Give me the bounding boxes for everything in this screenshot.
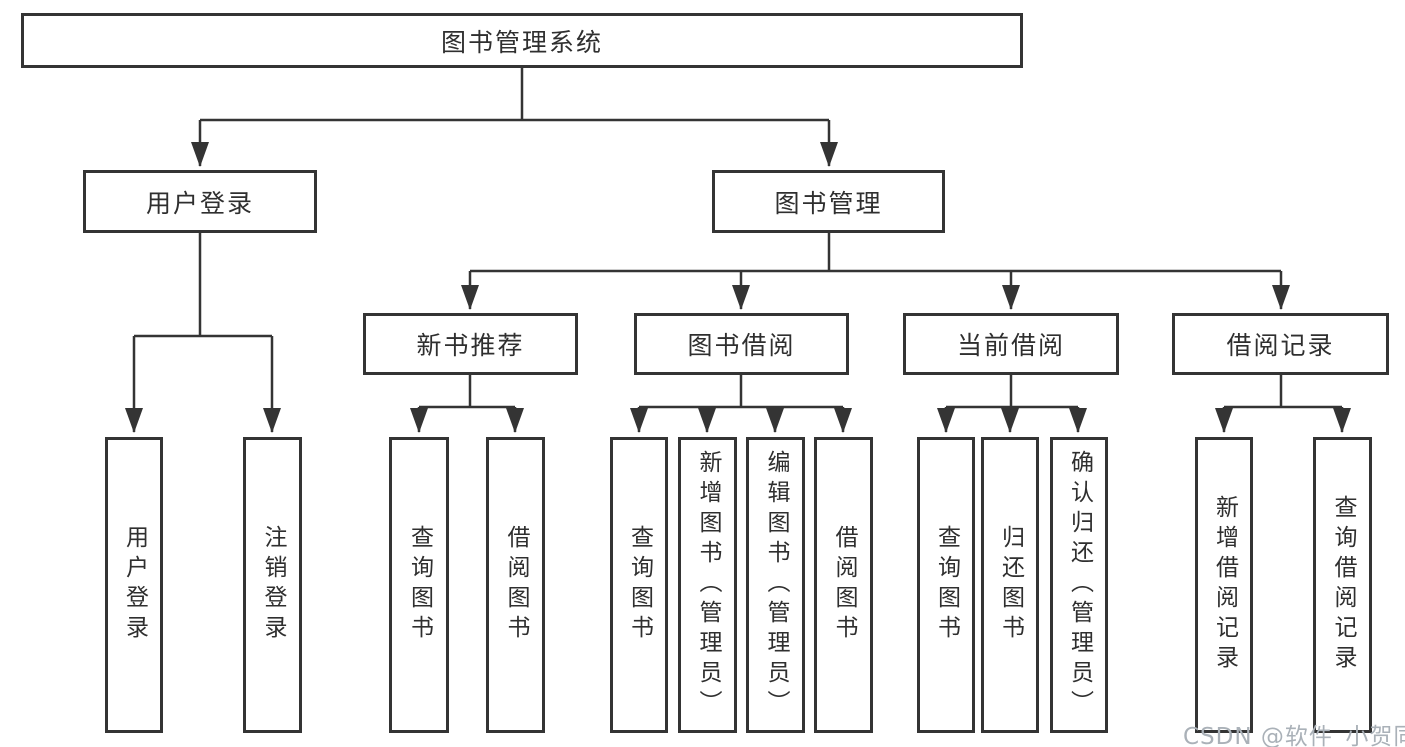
node-recommend-borrow-books: 借阅图书: [486, 437, 545, 733]
node-library-system-root: 图书管理系统: [21, 13, 1023, 68]
node-user-login-action: 用户登录: [105, 437, 163, 733]
node-edit-books-admin: 编辑图书（管理员）: [746, 437, 805, 733]
node-return-books: 归还图书: [981, 437, 1039, 733]
node-borrow-records: 借阅记录: [1172, 313, 1389, 375]
csdn-watermark: CSDN @软件_小贺同学: [1183, 724, 1405, 747]
node-current-query-books: 查询图书: [917, 437, 975, 733]
node-book-management: 图书管理: [712, 170, 945, 233]
node-new-book-recommend: 新书推荐: [363, 313, 578, 375]
node-book-borrow: 图书借阅: [634, 313, 849, 375]
node-query-borrow-record: 查询借阅记录: [1313, 437, 1372, 733]
node-add-borrow-record: 新增借阅记录: [1195, 437, 1253, 733]
node-recommend-query-books: 查询图书: [389, 437, 449, 733]
node-borrow-books: 借阅图书: [814, 437, 873, 733]
node-borrow-query-books: 查询图书: [610, 437, 668, 733]
node-logout: 注销登录: [243, 437, 302, 733]
node-user-login: 用户登录: [83, 170, 317, 233]
node-current-borrow: 当前借阅: [903, 313, 1119, 375]
node-confirm-return-admin: 确认归还（管理员）: [1050, 437, 1108, 733]
node-add-books-admin: 新增图书（管理员）: [678, 437, 737, 733]
